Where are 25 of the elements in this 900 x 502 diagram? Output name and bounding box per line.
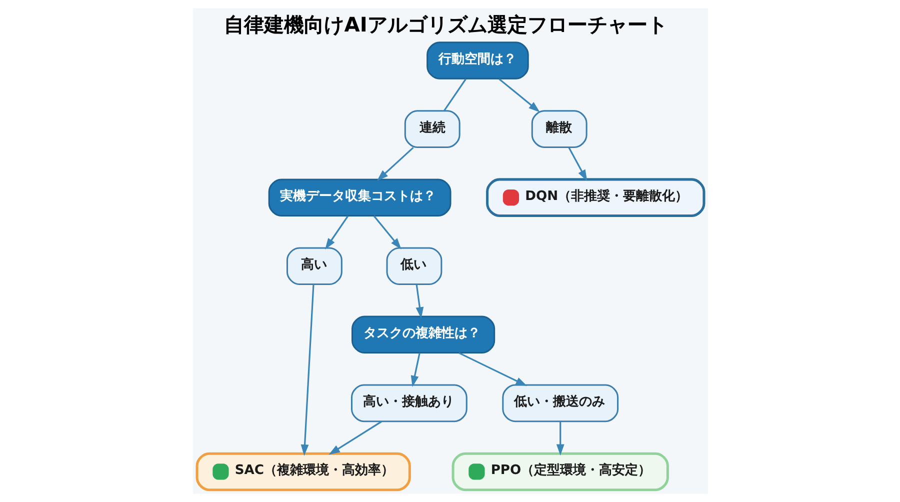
node-box: 低い <box>386 247 442 286</box>
node-box: 高い・接触あり <box>350 384 467 422</box>
node-box: 離散 <box>530 110 587 148</box>
node-box: 高い <box>286 247 342 286</box>
diagram-title: 自律建機向けAIアルゴリズム選定フローチャート <box>224 12 667 36</box>
node-box: DQN（非推奨・要離散化） <box>486 178 705 217</box>
node-box: 行動空間は？ <box>426 42 528 80</box>
arrow <box>498 78 540 112</box>
node-box: PPO（定型環境・高安定） <box>451 452 668 492</box>
arrow <box>410 352 420 387</box>
arrow <box>415 284 424 318</box>
node-box: 低い・搬送のみ <box>502 384 618 422</box>
arrow <box>568 147 587 182</box>
connector <box>443 78 466 111</box>
node-box: タスクの複雑性は？ <box>350 316 495 354</box>
arrow <box>328 420 382 455</box>
arrow <box>372 216 401 250</box>
node-box: 実機データ収集コストは？ <box>268 178 451 216</box>
arrow <box>376 146 414 181</box>
arrow <box>300 284 314 456</box>
arrow <box>556 422 564 456</box>
arrow <box>458 352 527 386</box>
arrow <box>324 216 348 250</box>
node-box: SAC（複雑環境・高効率） <box>195 452 410 492</box>
node-box: 連続 <box>404 110 460 148</box>
